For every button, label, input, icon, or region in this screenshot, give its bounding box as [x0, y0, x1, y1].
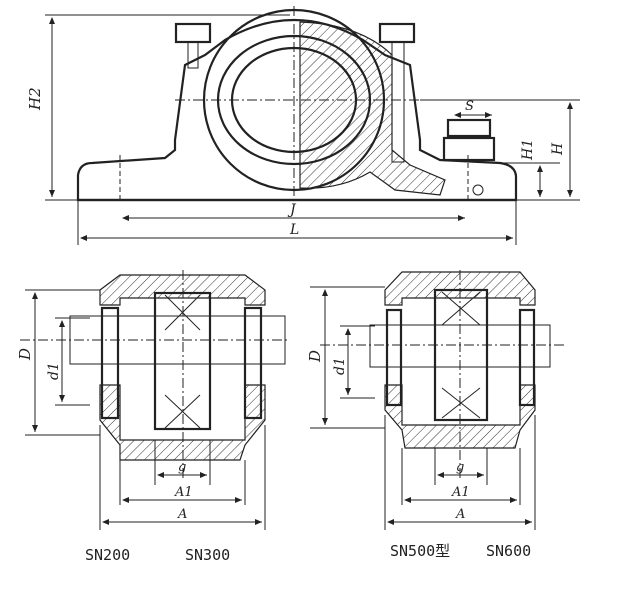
- right-a1-label: A1: [451, 485, 470, 500]
- s-label: S: [465, 99, 474, 114]
- outer-ring: [216, 34, 372, 166]
- left-housing-top: [99, 274, 266, 306]
- left-housing-bottom: [99, 384, 266, 461]
- right-a-label: A: [455, 507, 465, 522]
- section-view-sn200-sn300: D d1 g A1 A: [16, 270, 290, 530]
- caption-sn500: SN500型: [390, 542, 450, 560]
- housing-bore: [202, 8, 386, 192]
- right-d-label: D: [306, 350, 324, 363]
- left-roller-x2: [164, 294, 201, 331]
- left-roller-x4: [164, 394, 201, 429]
- left-shaft: [69, 315, 286, 365]
- left-cap-bolt-shank: [187, 41, 199, 69]
- left-seal-left: [100, 306, 120, 420]
- right-shaft: [369, 324, 551, 368]
- h-label: H: [550, 142, 566, 156]
- plummer-block-front-view: H2 H1 H S J L: [26, 6, 580, 245]
- left-cap-bolt-head: [174, 22, 212, 44]
- foot-bolt-nut: [446, 118, 492, 138]
- left-a-label: A: [177, 507, 187, 522]
- right-cap-bolt-head: [378, 22, 416, 44]
- h1-label: H1: [520, 139, 536, 161]
- foot-bolt-hole: [472, 184, 484, 196]
- left-seal-right: [243, 306, 263, 420]
- l-label: L: [289, 222, 299, 238]
- h2-label: H2: [26, 87, 44, 111]
- caption-sn200: SN200: [85, 546, 130, 564]
- caption-sn600: SN600: [486, 542, 531, 560]
- left-a1-label: A1: [174, 485, 193, 500]
- right-bearing: [433, 288, 489, 422]
- left-g-label: g: [178, 460, 186, 475]
- section-hatch: [299, 21, 446, 196]
- right-g-label: g: [456, 460, 464, 475]
- housing-outline: [76, 19, 518, 202]
- foot-bolt-washer: [442, 136, 496, 162]
- right-cap-bolt-shank: [391, 41, 405, 163]
- j-label: J: [287, 202, 297, 218]
- right-housing-top: [384, 271, 536, 306]
- left-bearing: [153, 291, 212, 431]
- right-seal-left: [385, 308, 403, 407]
- inner-ring: [230, 46, 358, 154]
- left-d1-label: d1: [46, 362, 62, 380]
- right-d1-label: d1: [332, 357, 348, 375]
- left-d-label: D: [16, 348, 34, 361]
- right-roller-x2: [441, 291, 481, 326]
- section-view-sn500-sn600: D d1 g A1 A: [306, 270, 565, 530]
- right-seal-right: [518, 308, 536, 407]
- right-housing-bottom: [384, 384, 536, 449]
- right-roller-x4: [441, 387, 481, 419]
- caption-sn300: SN300: [185, 546, 230, 564]
